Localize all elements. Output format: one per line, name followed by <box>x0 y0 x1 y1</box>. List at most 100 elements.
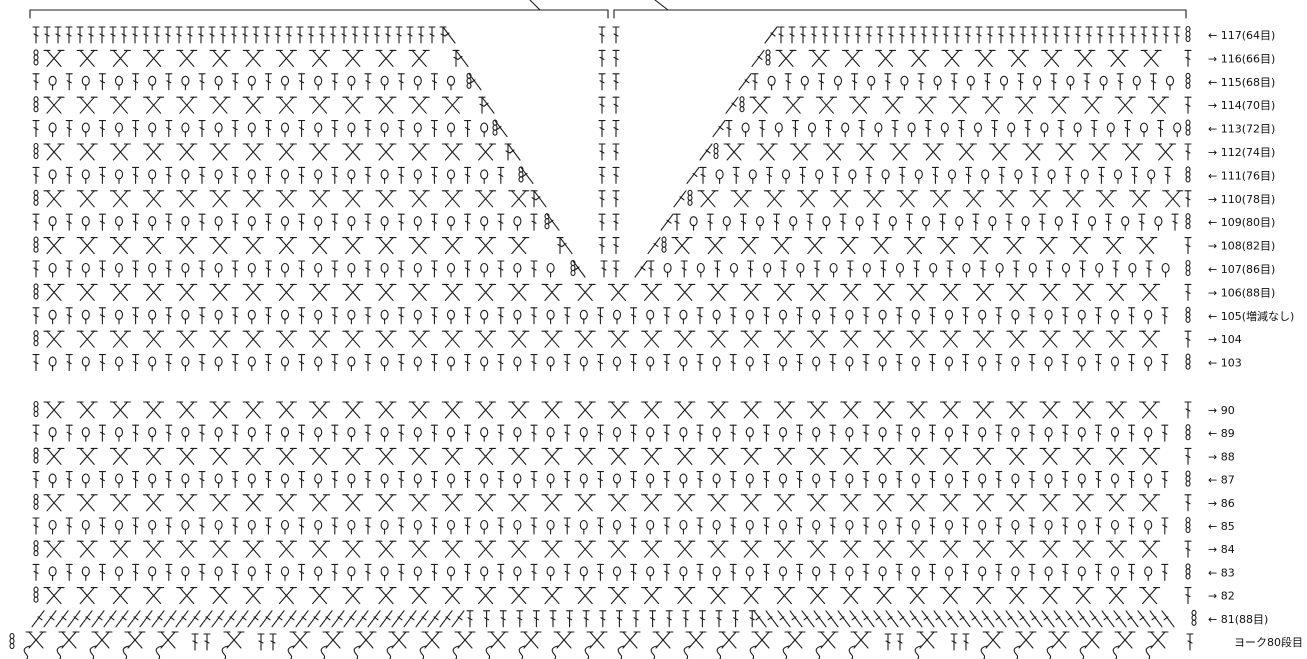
shell-stitch-symbol <box>182 264 189 278</box>
crossed-stitch-symbol <box>44 588 64 604</box>
shell-stitch-symbol <box>946 567 953 581</box>
shell-stitch-symbol <box>248 76 255 90</box>
decrease-symbol <box>308 611 320 627</box>
double-crochet-symbol <box>752 74 758 90</box>
crossed-stitch-symbol <box>575 402 595 418</box>
decrease-symbol <box>128 611 140 627</box>
shell-stitch-symbol <box>1045 521 1052 535</box>
shell-stitch-symbol <box>1029 264 1036 278</box>
crossed-stitch-symbol <box>949 97 969 113</box>
double-crochet-symbol <box>297 27 303 43</box>
double-crochet-symbol <box>855 27 861 43</box>
double-crochet-symbol <box>1095 518 1101 534</box>
crossed-stitch-symbol <box>276 191 296 207</box>
decrease-symbol <box>1006 611 1018 627</box>
double-crochet-symbol <box>899 27 905 43</box>
crossed-stitch-symbol <box>44 50 64 66</box>
decrease-symbol <box>898 611 910 627</box>
shell-stitch-symbol <box>49 310 56 324</box>
double-crochet-symbol <box>264 27 270 43</box>
double-crochet-symbol <box>1158 121 1164 137</box>
shell-stitch-symbol <box>215 170 222 184</box>
crossed-stitch-symbol <box>608 331 628 347</box>
crossed-stitch-symbol <box>1063 191 1083 207</box>
crossed-stitch-symbol <box>1073 495 1093 511</box>
shell-stitch-symbol <box>941 123 948 137</box>
crossed-stitch-symbol <box>798 191 818 207</box>
shell-stitch-symbol <box>849 170 856 184</box>
shell-stitch-symbol <box>879 428 886 442</box>
shell-stitch-symbol <box>149 123 156 137</box>
double-crochet-symbol <box>1086 27 1092 43</box>
double-crochet-symbol <box>996 355 1002 371</box>
chain-symbol <box>1186 73 1190 88</box>
double-crochet-symbol <box>166 167 172 183</box>
decrease-symbol <box>862 611 874 627</box>
crossed-stitch-symbol <box>686 632 706 648</box>
crossed-stitch-symbol <box>44 448 64 464</box>
shell-stitch-symbol <box>348 76 355 90</box>
shell-stitch-symbol <box>448 217 455 231</box>
double-crochet-symbol <box>365 518 371 534</box>
crossed-stitch-symbol <box>59 632 79 648</box>
decrease-symbol <box>910 611 922 627</box>
shell-stitch-symbol <box>975 123 982 137</box>
crossed-stitch-symbol <box>774 588 794 604</box>
crossed-stitch-symbol <box>642 402 662 418</box>
double-crochet-symbol <box>204 634 210 650</box>
double-crochet-symbol <box>133 121 139 137</box>
shell-stitch-symbol <box>934 76 941 90</box>
crossed-stitch-symbol <box>1140 495 1160 511</box>
decrease-symbol <box>1138 611 1150 627</box>
double-crochet-symbol <box>166 425 172 441</box>
double-crochet-symbol <box>599 214 605 230</box>
chain-symbol <box>1192 610 1196 625</box>
shell-stitch-symbol <box>282 521 289 535</box>
crossed-stitch-symbol <box>764 191 784 207</box>
double-crochet-symbol <box>232 425 238 441</box>
crossed-stitch-symbol <box>785 632 805 648</box>
decrease-symbol <box>754 611 766 627</box>
shell-stitch-symbol <box>182 567 189 581</box>
shell-stitch-symbol <box>182 474 189 488</box>
double-crochet-symbol <box>332 518 338 534</box>
double-crochet-symbol <box>866 27 872 43</box>
crossed-stitch-symbol <box>940 402 960 418</box>
double-crochet-symbol <box>99 261 105 277</box>
double-crochet-symbol <box>1053 27 1059 43</box>
double-crochet-symbol <box>1162 472 1168 488</box>
crossed-stitch-symbol <box>243 402 263 418</box>
double-crochet-symbol <box>789 27 795 43</box>
decrease-symbol <box>1102 611 1114 627</box>
double-crochet-symbol <box>681 261 687 277</box>
crossed-stitch-symbol <box>210 144 230 160</box>
double-crochet-symbol <box>852 74 858 90</box>
shell-stitch-symbol <box>1112 428 1119 442</box>
shell-stitch-symbol <box>1012 428 1019 442</box>
row-label: ← 117(64目) <box>1208 29 1275 42</box>
shell-stitch-symbol <box>448 521 455 535</box>
shell-stitch-symbol <box>846 521 853 535</box>
crossed-stitch-symbol <box>376 588 396 604</box>
double-crochet-symbol <box>896 425 902 441</box>
crossed-stitch-symbol <box>476 448 496 464</box>
crossed-stitch-symbol <box>442 191 462 207</box>
shell-stitch-symbol <box>315 217 322 231</box>
double-crochet-symbol <box>465 472 471 488</box>
double-crochet-symbol <box>498 261 504 277</box>
double-crochet-symbol <box>597 518 603 534</box>
chart-row <box>34 448 1191 465</box>
row-label: ヨーク80段目 <box>1234 635 1303 649</box>
shell-stitch-symbol <box>116 474 123 488</box>
crossed-stitch-symbol <box>290 632 310 648</box>
double-crochet-symbol <box>467 611 473 627</box>
crossed-stitch-symbol <box>1004 238 1024 254</box>
double-crochet-symbol <box>99 214 105 230</box>
chart-row <box>33 307 1190 324</box>
double-crochet-symbol <box>374 27 380 43</box>
double-crochet-symbol <box>332 261 338 277</box>
double-crochet-symbol <box>1072 214 1078 230</box>
row-label: ← 113(72目) <box>1208 123 1275 136</box>
double-crochet-symbol <box>133 74 139 90</box>
